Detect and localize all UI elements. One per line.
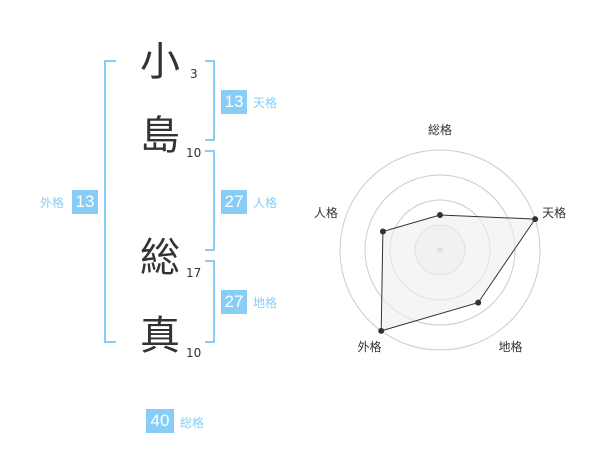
radar-point <box>379 228 386 235</box>
jinkaku-label: 人格 <box>253 196 278 210</box>
gaikaku-label: 外格 <box>40 196 65 210</box>
jinkaku-badge: 27 <box>221 190 247 214</box>
radar-point <box>378 327 385 334</box>
name-char-4: 真 <box>140 313 180 359</box>
radar-axis-label: 地格 <box>499 339 523 354</box>
radar-axis-label: 総格 <box>428 122 452 137</box>
stroke-count-1: 3 <box>190 67 198 81</box>
radar-point <box>475 299 482 306</box>
gaikaku-bracket <box>104 60 116 343</box>
gaikaku-badge: 13 <box>72 190 98 214</box>
stroke-count-3: 17 <box>186 266 202 280</box>
chikaku-label: 地格 <box>253 296 278 310</box>
soukaku-badge: 40 <box>146 409 174 433</box>
radar-axis-label: 人格 <box>314 205 338 220</box>
jinkaku-bracket <box>205 150 215 251</box>
radar-series-area <box>380 214 537 332</box>
tenkaku-label: 天格 <box>253 96 278 110</box>
radar-point <box>532 216 539 223</box>
radar-axis-label: 天格 <box>542 205 566 220</box>
chikaku-badge: 27 <box>221 290 247 314</box>
radar-ring <box>364 174 516 326</box>
radar-axis-label: 外格 <box>357 339 381 354</box>
radar-ring <box>339 149 541 351</box>
radar-point <box>437 212 443 218</box>
soukaku-label: 総格 <box>180 416 205 430</box>
name-char-1: 小 <box>140 39 180 85</box>
stroke-count-4: 10 <box>186 346 202 360</box>
name-char-2: 島 <box>140 113 180 159</box>
tenkaku-bracket <box>205 60 215 141</box>
chikaku-bracket <box>205 260 215 343</box>
stroke-count-2: 10 <box>186 146 202 160</box>
tenkaku-badge: 13 <box>221 90 247 114</box>
name-char-3: 総 <box>140 235 180 281</box>
